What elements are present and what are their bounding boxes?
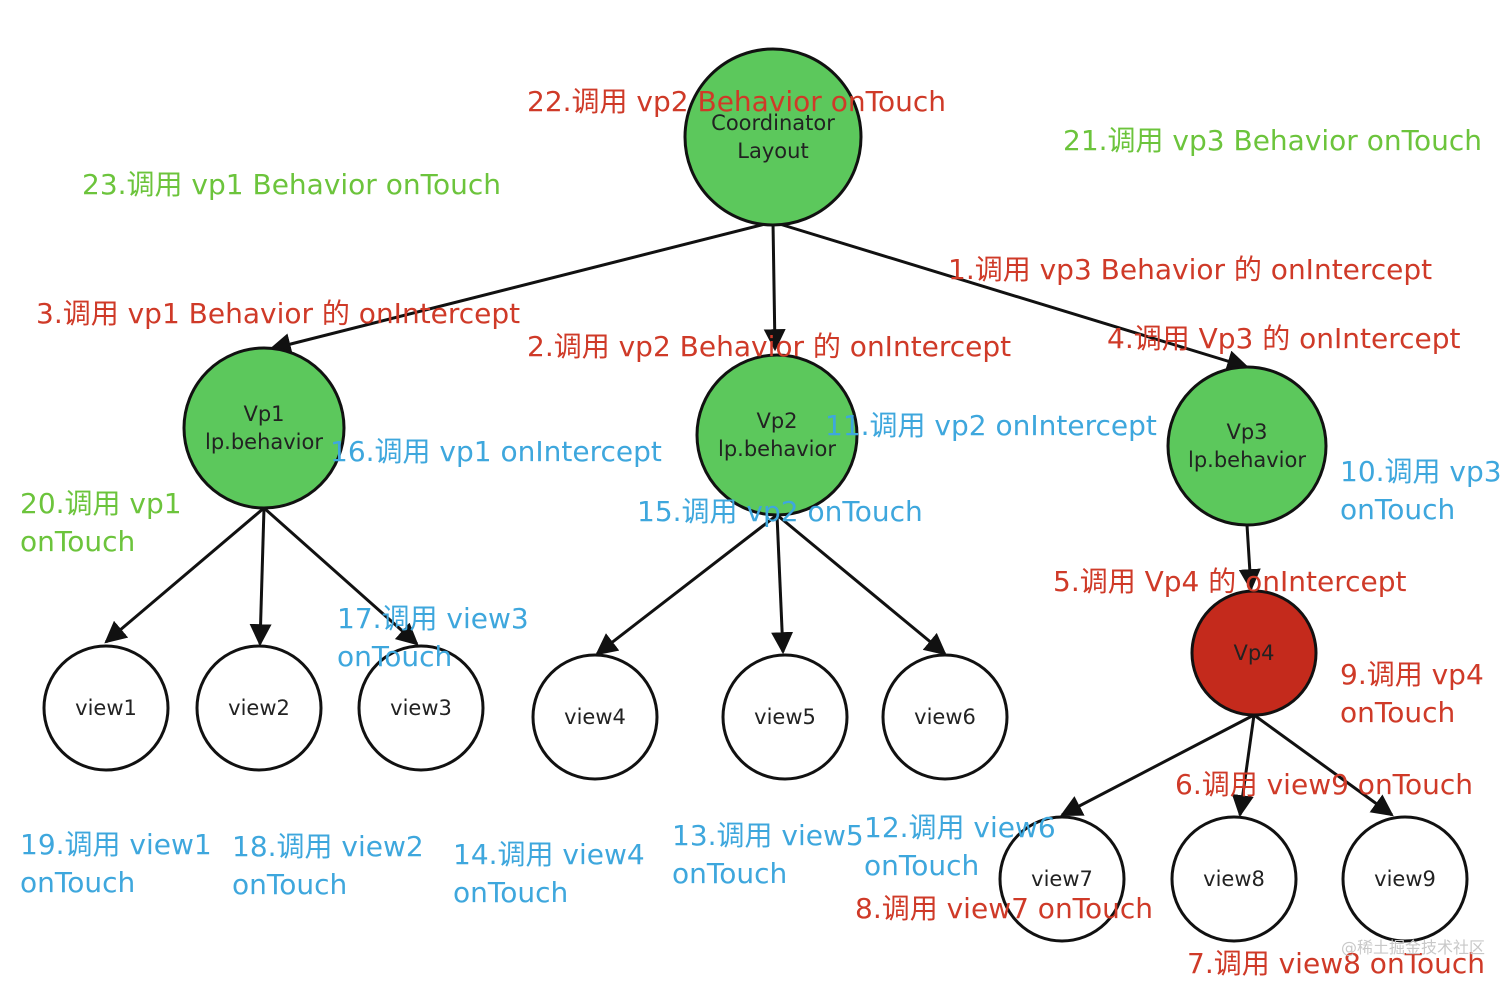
- node-view3: view3: [357, 644, 485, 772]
- annotation-a16: 16.调用 vp1 onIntercept: [330, 435, 662, 468]
- annotation-a4: 4.调用 Vp3 的 onIntercept: [1107, 322, 1461, 355]
- annotation-a9: onTouch: [1340, 696, 1455, 729]
- annotation-a17: onTouch: [337, 640, 452, 673]
- node-circle-vp4: [1190, 589, 1318, 717]
- edge-coordinator-vp3: [772, 220, 1250, 372]
- annotation-a18: 18.调用 view2: [232, 830, 424, 863]
- annotation-a8: 8.调用 view7 onTouch: [855, 892, 1153, 925]
- annotation-a20: onTouch: [20, 525, 135, 558]
- node-circle-view1: [42, 644, 170, 772]
- node-view4: view4: [531, 653, 659, 781]
- annotation-a20: 20.调用 vp1: [20, 487, 182, 520]
- annotation-a12: 12.调用 view6: [864, 811, 1056, 844]
- node-view9: view9: [1341, 815, 1469, 943]
- annotation-a13: onTouch: [672, 857, 787, 890]
- node-label-vp2: lp.behavior: [718, 437, 836, 461]
- annotation-a17: 17.调用 view3: [337, 602, 529, 635]
- node-circle-vp2: [695, 353, 859, 517]
- annotation-a9: 9.调用 vp4: [1340, 658, 1484, 691]
- node-view6: view6: [881, 653, 1009, 781]
- node-circle-vp1: [182, 346, 346, 510]
- node-circle-view7: [998, 815, 1126, 943]
- edge-coordinator-vp2: [763, 221, 786, 352]
- annotation-a10: onTouch: [1340, 493, 1455, 526]
- annotation-a5: 5.调用 Vp4 的 onIntercept: [1053, 565, 1407, 598]
- node-label-coordinator: Layout: [737, 139, 808, 163]
- edge-vp2-view4: [595, 513, 778, 656]
- annotations: 1.调用 vp3 Behavior 的 onIntercept 2.调用 vp2 …: [20, 85, 1502, 980]
- node-view5: view5: [721, 653, 849, 781]
- annotation-a11: 11.调用 vp2 onIntercept: [825, 409, 1157, 442]
- annotation-a15: 15.调用 vp2 onTouch: [637, 495, 923, 528]
- node-label-coordinator: Coordinator: [711, 111, 835, 135]
- node-circle-view9: [1341, 815, 1469, 943]
- edge-vp1-view1: [104, 506, 265, 644]
- node-vp1: Vp1 lp.behavior: [182, 346, 346, 510]
- node-label-vp3: lp.behavior: [1188, 448, 1306, 472]
- node-label-view9: view9: [1374, 867, 1436, 891]
- node-circle-view4: [531, 653, 659, 781]
- node-label-view4: view4: [564, 705, 626, 729]
- edge-vp3-vp4: [1238, 524, 1261, 592]
- node-label-view7: view7: [1031, 867, 1093, 891]
- annotation-a3: 3.调用 vp1 Behavior 的 onIntercept: [36, 297, 520, 330]
- node-label-vp3: Vp3: [1226, 420, 1267, 444]
- node-circle-view2: [195, 644, 323, 772]
- node-vp2: Vp2 lp.behavior: [695, 353, 859, 517]
- annotation-a13: 13.调用 view5: [672, 819, 864, 852]
- node-view7: view7: [998, 815, 1126, 943]
- watermark: @稀土掘金技术社区: [1341, 938, 1485, 957]
- node-circle-vp3: [1166, 365, 1328, 527]
- node-label-view3: view3: [390, 696, 452, 720]
- annotation-a19: 19.调用 view1: [20, 828, 212, 861]
- annotation-a18: onTouch: [232, 868, 347, 901]
- edge-vp4-view7: [1060, 713, 1255, 817]
- node-label-vp1: lp.behavior: [205, 430, 323, 454]
- node-label-vp1: Vp1: [243, 402, 284, 426]
- annotation-a23: 23.调用 vp1 Behavior onTouch: [82, 168, 501, 201]
- edges: [104, 220, 1394, 818]
- node-circle-view8: [1170, 815, 1298, 943]
- node-vp3: Vp3 lp.behavior: [1166, 365, 1328, 527]
- annotation-a2: 2.调用 vp2 Behavior 的 onIntercept: [527, 330, 1011, 363]
- edge-vp2-view6: [776, 513, 947, 656]
- node-circle-view3: [357, 644, 485, 772]
- node-view2: view2: [195, 644, 323, 772]
- node-circle-view5: [721, 653, 849, 781]
- node-label-view1: view1: [75, 696, 137, 720]
- edge-vp4-view8: [1231, 714, 1256, 818]
- annotation-a7: 7.调用 view8 onTouch: [1187, 947, 1485, 980]
- edge-coordinator-vp1: [268, 220, 774, 355]
- node-vp4: Vp4: [1190, 589, 1318, 717]
- node-circle-coordinator: [683, 47, 863, 227]
- annotation-a21: 21.调用 vp3 Behavior onTouch: [1063, 124, 1482, 157]
- node-view8: view8: [1170, 815, 1298, 943]
- edge-vp1-view3: [263, 506, 419, 646]
- node-label-view6: view6: [914, 705, 976, 729]
- edge-vp1-view2: [249, 507, 272, 647]
- annotation-a6: 6.调用 view9 onTouch: [1175, 768, 1473, 801]
- annotation-a19: onTouch: [20, 866, 135, 899]
- annotation-a14: 14.调用 view4: [453, 838, 645, 871]
- annotation-a10: 10.调用 vp3: [1340, 455, 1502, 488]
- annotation-a14: onTouch: [453, 876, 568, 909]
- node-label-view5: view5: [754, 705, 816, 729]
- annotation-a1: 1.调用 vp3 Behavior 的 onIntercept: [948, 253, 1432, 286]
- node-label-view2: view2: [228, 696, 290, 720]
- annotation-a22: 22.调用 vp2 Behavior onTouch: [527, 85, 946, 118]
- annotation-a12: onTouch: [864, 849, 979, 882]
- edge-vp4-view9: [1253, 713, 1394, 817]
- node-label-view8: view8: [1203, 867, 1265, 891]
- node-label-vp2: Vp2: [756, 409, 797, 433]
- node-view1: view1: [42, 644, 170, 772]
- edge-vp2-view5: [771, 514, 794, 655]
- node-circle-view6: [881, 653, 1009, 781]
- node-label-vp4: Vp4: [1233, 641, 1274, 665]
